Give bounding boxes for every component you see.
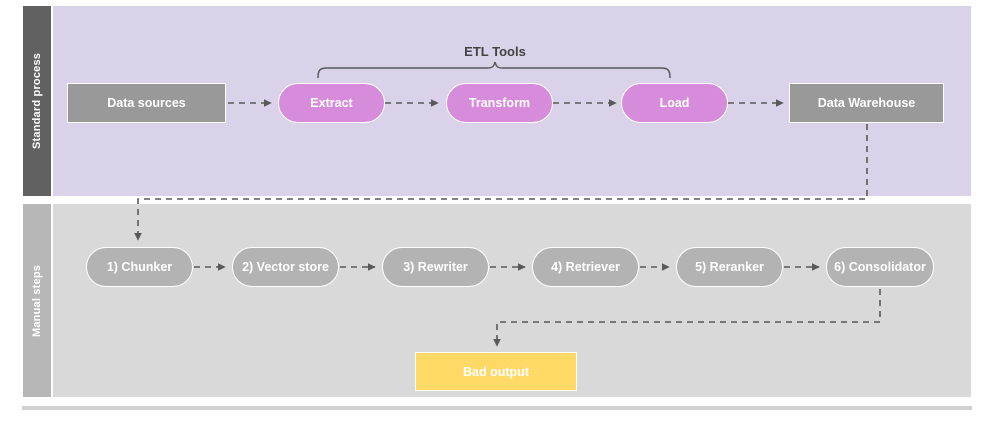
- node-bad-output-label: Bad output: [463, 364, 529, 379]
- node-data-warehouse-label: Data Warehouse: [817, 96, 916, 110]
- lane-header-manual-steps-label: Manual steps: [31, 264, 43, 337]
- node-load[interactable]: Load: [621, 83, 728, 123]
- etl-tools-label: ETL Tools: [464, 44, 526, 59]
- node-load-label: Load: [659, 96, 690, 110]
- node-chunker-label: 1) Chunker: [106, 260, 173, 274]
- node-extract[interactable]: Extract: [278, 83, 385, 123]
- lane-header-standard-process-label: Standard process: [31, 52, 43, 150]
- node-retriever-label: 4) Retriever: [551, 260, 620, 274]
- node-chunker[interactable]: 1) Chunker: [86, 247, 193, 287]
- bottom-divider: [22, 406, 972, 410]
- node-vector-store[interactable]: 2) Vector store: [232, 247, 339, 287]
- node-reranker[interactable]: 5) Reranker: [676, 247, 783, 287]
- node-rewriter-label: 3) Rewriter: [403, 260, 468, 274]
- node-transform-label: Transform: [468, 96, 531, 110]
- node-vector-store-label: 2) Vector store: [242, 260, 329, 274]
- node-reranker-label: 5) Reranker: [695, 260, 764, 274]
- node-consolidator[interactable]: 6) Consolidator: [826, 247, 934, 287]
- node-extract-label: Extract: [310, 96, 353, 110]
- node-data-warehouse[interactable]: Data Warehouse: [789, 83, 944, 123]
- node-data-sources[interactable]: Data sources: [67, 83, 226, 123]
- node-consolidator-label: 6) Consolidator: [834, 260, 926, 274]
- node-data-sources-label: Data sources: [107, 96, 186, 110]
- lane-header-standard-process: Standard process: [22, 5, 52, 197]
- node-transform[interactable]: Transform: [446, 83, 553, 123]
- lane-header-manual-steps: Manual steps: [22, 203, 52, 398]
- node-retriever[interactable]: 4) Retriever: [532, 247, 639, 287]
- node-rewriter[interactable]: 3) Rewriter: [382, 247, 489, 287]
- node-bad-output[interactable]: Bad output: [415, 352, 577, 391]
